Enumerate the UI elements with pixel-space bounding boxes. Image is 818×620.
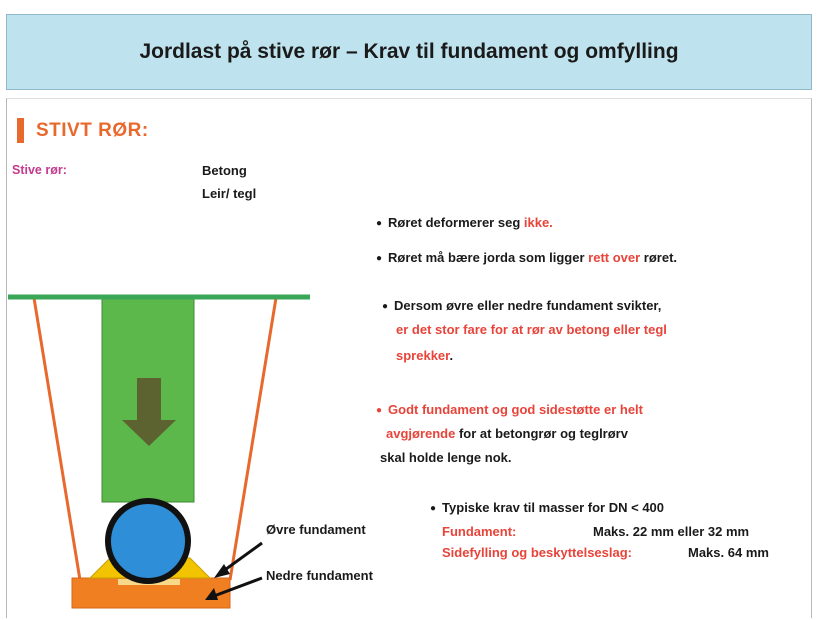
- lower-foundation-arrowhead: [205, 588, 218, 600]
- bullet-no-deformation: Røret deformerer seg ikke.: [376, 215, 553, 230]
- heading-accent-bar: [17, 118, 24, 143]
- rigid-pipe: [105, 498, 191, 584]
- pipe-type-concrete: Betong: [202, 163, 247, 178]
- bullet-3-line3-red: sprekker: [396, 348, 450, 363]
- bullet-2-text: Røret må bære jorda som ligger: [388, 250, 589, 265]
- bullet-3-line2: er det stor fare for at rør av betong el…: [396, 322, 667, 337]
- section-heading: STIVT RØR:: [36, 120, 149, 141]
- requirement-label-foundation: Fundament:: [442, 524, 517, 539]
- lower-foundation: [71, 577, 231, 609]
- bullet-carry-soil: Røret må bære jorda som ligger rett over…: [376, 250, 677, 265]
- slide-title: Jordlast på stive rør – Krav til fundame…: [139, 40, 679, 63]
- bullet-2-highlight: rett over: [588, 250, 641, 265]
- bullet-2-tail: røret.: [640, 250, 678, 265]
- trench-wall-right: [228, 297, 278, 581]
- bullet-foundation-failure: Dersom øvre eller nedre fundament svikte…: [382, 298, 661, 313]
- bullet-4-line3: skal holde lenge nok.: [380, 450, 512, 465]
- requirements-title: Typiske krav til masser for DN < 400: [430, 500, 664, 515]
- requirement-value-foundation: Maks. 22 mm eller 32 mm: [593, 524, 750, 539]
- bullet-good-foundation: Godt fundament og god sidestøtte er helt: [376, 402, 643, 417]
- bullet-3-line3: sprekker.: [396, 348, 453, 363]
- lower-foundation-pointer: [213, 576, 263, 598]
- requirement-value-sidefill: Maks. 64 mm: [688, 545, 769, 560]
- pipe-type-clay: Leir/ tegl: [202, 186, 257, 201]
- bullet-1-highlight: ikke.: [523, 215, 553, 230]
- bullet-4-line2: avgjørende for at betongrør og teglrørv: [386, 426, 628, 441]
- pipe-types-label: Stive rør:: [12, 163, 67, 177]
- upper-foundation-pointer: [221, 541, 263, 574]
- trench-wall-left: [32, 297, 82, 581]
- bullet-4-line2-red: avgjørende: [386, 426, 456, 441]
- bullet-1-text: Røret deformerer seg: [388, 215, 524, 230]
- requirement-label-sidefill: Sidefylling og beskyttelseslag:: [442, 545, 632, 560]
- load-arrow-icon: [122, 378, 176, 446]
- title-bar: Jordlast på stive rør – Krav til fundame…: [6, 14, 812, 90]
- label-lower-foundation: Nedre fundament: [266, 568, 373, 583]
- label-upper-foundation: Øvre fundament: [266, 522, 366, 537]
- slide-frame: [6, 98, 812, 618]
- bullet-4-line2-tail: for at betongrør og teglrørv: [455, 426, 628, 441]
- upper-foundation-arrowhead: [214, 564, 230, 578]
- bullet-3-line3-tail: .: [449, 348, 454, 363]
